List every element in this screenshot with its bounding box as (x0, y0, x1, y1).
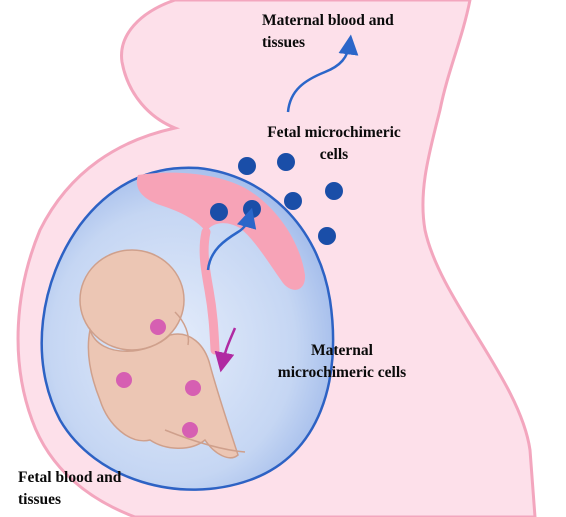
maternal-cells-label: Maternal microchimeric cells (262, 340, 422, 384)
fetal-cells-label-line1: Fetal microchimeric (267, 124, 401, 141)
maternal-cell-dot (185, 380, 201, 396)
fetal-cells-label-line2: cells (319, 146, 349, 163)
umbilical-cord (199, 227, 220, 355)
fetal-blood-label-line2: tissues (18, 491, 62, 508)
maternal-microchimeric-cells (116, 319, 201, 438)
maternal-blood-arrow-icon (286, 34, 359, 113)
fetal-to-maternal-arrow-icon (206, 207, 257, 271)
fetal-cell-dot (238, 157, 256, 175)
placenta (136, 172, 306, 290)
fetal-cells-label: Fetal microchimeric cells (249, 122, 419, 166)
fetal-cell-dot (277, 153, 295, 171)
maternal-cells-label-line1: Maternal (311, 342, 373, 359)
maternal-blood-label-line2: tissues (262, 34, 306, 51)
fetal-blood-label: Fetal blood and tissues (18, 467, 121, 511)
maternal-cell-dot (150, 319, 166, 335)
maternal-cell-dot (182, 422, 198, 438)
fetal-cell-dot (243, 200, 261, 218)
maternal-blood-label-line1: Maternal blood and (262, 12, 394, 29)
fetal-cell-dot (325, 182, 343, 200)
maternal-blood-label: Maternal blood and tissues (262, 10, 394, 54)
fetal-blood-label-line1: Fetal blood and (18, 469, 122, 486)
maternal-cells-label-line2: microchimeric cells (277, 364, 407, 381)
maternal-cell-dot (116, 372, 132, 388)
maternal-to-fetal-arrow-icon (214, 327, 237, 373)
fetal-cell-dot (318, 227, 336, 245)
fetal-cell-dot (210, 203, 228, 221)
fetal-cell-dot (284, 192, 302, 210)
